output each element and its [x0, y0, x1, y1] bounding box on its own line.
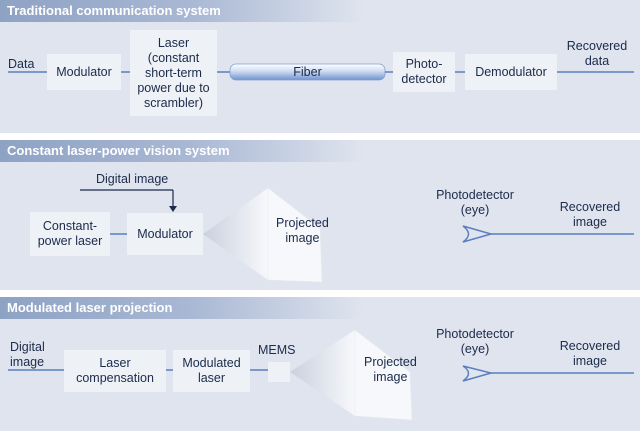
data-label: Data [8, 57, 35, 71]
laser-label-line: power due to [137, 80, 210, 95]
projected-image-line: image [373, 370, 408, 384]
mems-label: MEMS [258, 343, 296, 357]
arrow-head [169, 206, 177, 212]
modulator-box: Modulator [47, 54, 121, 90]
constant-laser-label-line: Constant- [42, 219, 98, 233]
modulator-label: Modulator [137, 226, 193, 241]
recovered-data-label: Recovered data [560, 39, 634, 69]
laser-compensation-line: compensation [76, 371, 154, 385]
recovered-image-line: image [572, 215, 608, 229]
photodetector-label-line: detector [401, 72, 447, 86]
recovered-data-line: data [584, 54, 610, 68]
projection-beam [290, 330, 355, 416]
photodetector-eye-label: Photodetector (eye) [425, 327, 525, 357]
photodetector-eye-line: Photodetector [436, 188, 514, 202]
projected-image-line: Projected [364, 355, 417, 369]
recovered-data-line: Recovered [566, 39, 628, 53]
laser-label-line: short-term [145, 65, 202, 80]
eye-shape [462, 225, 494, 243]
photodetector-eye-line: (eye) [460, 342, 490, 356]
eye-shape [462, 365, 494, 382]
laser-compensation-box: Laser compensation [64, 350, 166, 392]
digital-image-line: Digital [10, 340, 45, 354]
photodetector-label-line: Photo- [405, 57, 443, 71]
laser-compensation-line: Laser [99, 356, 131, 370]
panel-title: Traditional communication system [0, 0, 427, 22]
laser-box: Laser (constant short-term power due to … [130, 30, 217, 116]
recovered-image-line: Recovered [559, 339, 621, 353]
modulated-laser-line: laser [197, 371, 226, 385]
modulator-box: Modulator [127, 213, 203, 255]
projected-image-screen [267, 187, 323, 283]
constant-laser-label-line: power laser [37, 234, 103, 248]
recovered-image-label: Recovered image [550, 339, 630, 369]
digital-image-line: image [10, 355, 45, 369]
fiber-label: Fiber [293, 65, 322, 79]
demodulator-label: Demodulator [475, 64, 547, 79]
digital-image-label: Digital image [10, 340, 45, 370]
laser-label-line: (constant [147, 50, 200, 65]
recovered-image-line: image [572, 354, 608, 368]
recovered-image-label: Recovered image [550, 200, 630, 230]
modulated-laser-line: Modulated [182, 356, 241, 370]
projected-image-label: Projected image [276, 216, 329, 246]
projected-image-line: image [285, 231, 320, 245]
photodetector-box: Photo- detector [393, 52, 455, 92]
projection-beam [203, 188, 268, 280]
digital-image-label: Digital image [96, 172, 169, 186]
photodetector-eye-label: Photodetector (eye) [425, 188, 525, 218]
panel-title: Modulated laser projection [0, 297, 427, 319]
demodulator-box: Demodulator [465, 54, 557, 90]
recovered-image-line: Recovered [559, 200, 621, 214]
modulated-laser-box: Modulated laser [173, 350, 250, 392]
laser-label-line: scrambler) [143, 95, 204, 110]
projected-image-screen [354, 329, 413, 421]
constant-power-laser-box: Constant- power laser [30, 212, 110, 256]
modulator-label: Modulator [56, 64, 112, 79]
projected-image-label: Projected image [364, 355, 417, 385]
photodetector-eye-line: (eye) [460, 203, 490, 217]
panel-title: Constant laser-power vision system [0, 140, 427, 162]
photodetector-eye-line: Photodetector [436, 327, 514, 341]
laser-label-line: Laser [157, 35, 190, 50]
mems-mirror [268, 362, 290, 382]
projected-image-line: Projected [276, 216, 329, 230]
